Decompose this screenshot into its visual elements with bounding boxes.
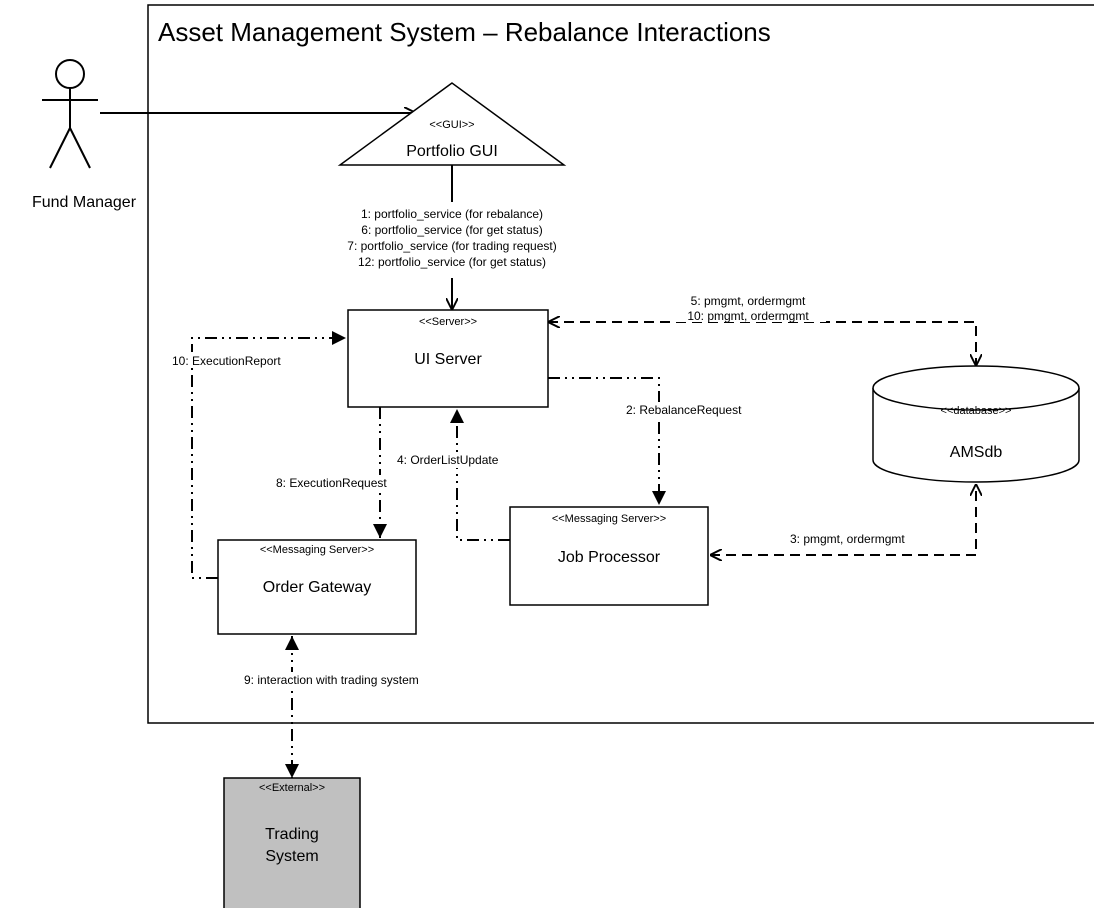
order-list-update-bg — [394, 452, 530, 468]
rebalance-request-bg — [624, 402, 762, 418]
message-execution-report: 10: ExecutionReport — [172, 354, 281, 368]
actor-label: Fund Manager — [32, 194, 137, 211]
message-gui-1: 1: portfolio_service (for rebalance) — [361, 207, 543, 221]
trading-system-stereotype: <<External>> — [259, 782, 325, 794]
gui-to-server-messages: 1: portfolio_service (for rebalance) 6: … — [347, 207, 556, 269]
message-execution-request: 8: ExecutionRequest — [276, 476, 387, 490]
order-gateway-label: Order Gateway — [263, 579, 371, 596]
server-db-connector — [548, 322, 976, 366]
message-job-db: 3: pmgmt, ordermgmt — [790, 532, 905, 546]
job-db-bg — [786, 531, 924, 547]
actor-right-leg — [69, 127, 91, 169]
message-gui-7: 7: portfolio_service (for trading reques… — [347, 239, 556, 253]
job-processor-node — [509, 506, 709, 606]
message-gui-12: 12: portfolio_service (for get status) — [358, 255, 546, 269]
job-processor-stereotype: <<Messaging Server>> — [552, 513, 666, 525]
amsdb-top — [872, 365, 1080, 411]
trading-system-label-line2: System — [265, 848, 318, 865]
trading-system-node — [223, 777, 361, 908]
message-gui-6: 6: portfolio_service (for get status) — [361, 223, 542, 237]
message-order-list-update: 4: OrderListUpdate — [397, 453, 499, 467]
message-trading-interaction: 9: interaction with trading system — [244, 673, 419, 687]
execution-report-connector — [191, 331, 346, 579]
actor-head — [55, 59, 85, 89]
message-db-5: 5: pmgmt, ordermgmt — [691, 294, 806, 308]
portfolio-gui-stereotype: <<GUI>> — [429, 119, 474, 131]
fund-manager-actor — [42, 59, 98, 169]
amsdb-stereotype: <<database>> — [941, 405, 1012, 417]
diagram-title: Asset Management System – Rebalance Inte… — [158, 17, 771, 47]
rebalance-request-connector — [548, 377, 666, 505]
order-gateway-stereotype: <<Messaging Server>> — [260, 544, 374, 556]
server-db-messages-bg — [672, 292, 826, 322]
execution-request-bg — [274, 475, 412, 491]
system-boundary — [147, 4, 1094, 724]
job-processor-label: Job Processor — [558, 549, 661, 566]
ui-server-stereotype: <<Server>> — [419, 316, 477, 328]
trading-interaction-bg — [240, 672, 480, 688]
message-db-10: 10: pmgmt, ordermgmt — [687, 309, 809, 323]
trading-system-label-line1: Trading — [265, 826, 319, 843]
execution-report-bg — [170, 352, 296, 368]
ui-server-label: UI Server — [414, 351, 482, 368]
ui-server-node — [347, 309, 549, 408]
job-db-connector — [710, 484, 976, 555]
amsdb-label: AMSdb — [950, 444, 1003, 461]
amsdb-node — [872, 365, 1080, 483]
portfolio-gui-label: Portfolio GUI — [406, 143, 498, 160]
order-gateway-node — [217, 539, 417, 635]
actor-left-leg — [49, 127, 71, 169]
gui-messages-bg — [328, 202, 576, 278]
amsdb-body — [872, 388, 1080, 483]
message-rebalance-request: 2: RebalanceRequest — [626, 403, 742, 417]
order-list-update-connector — [450, 409, 510, 541]
